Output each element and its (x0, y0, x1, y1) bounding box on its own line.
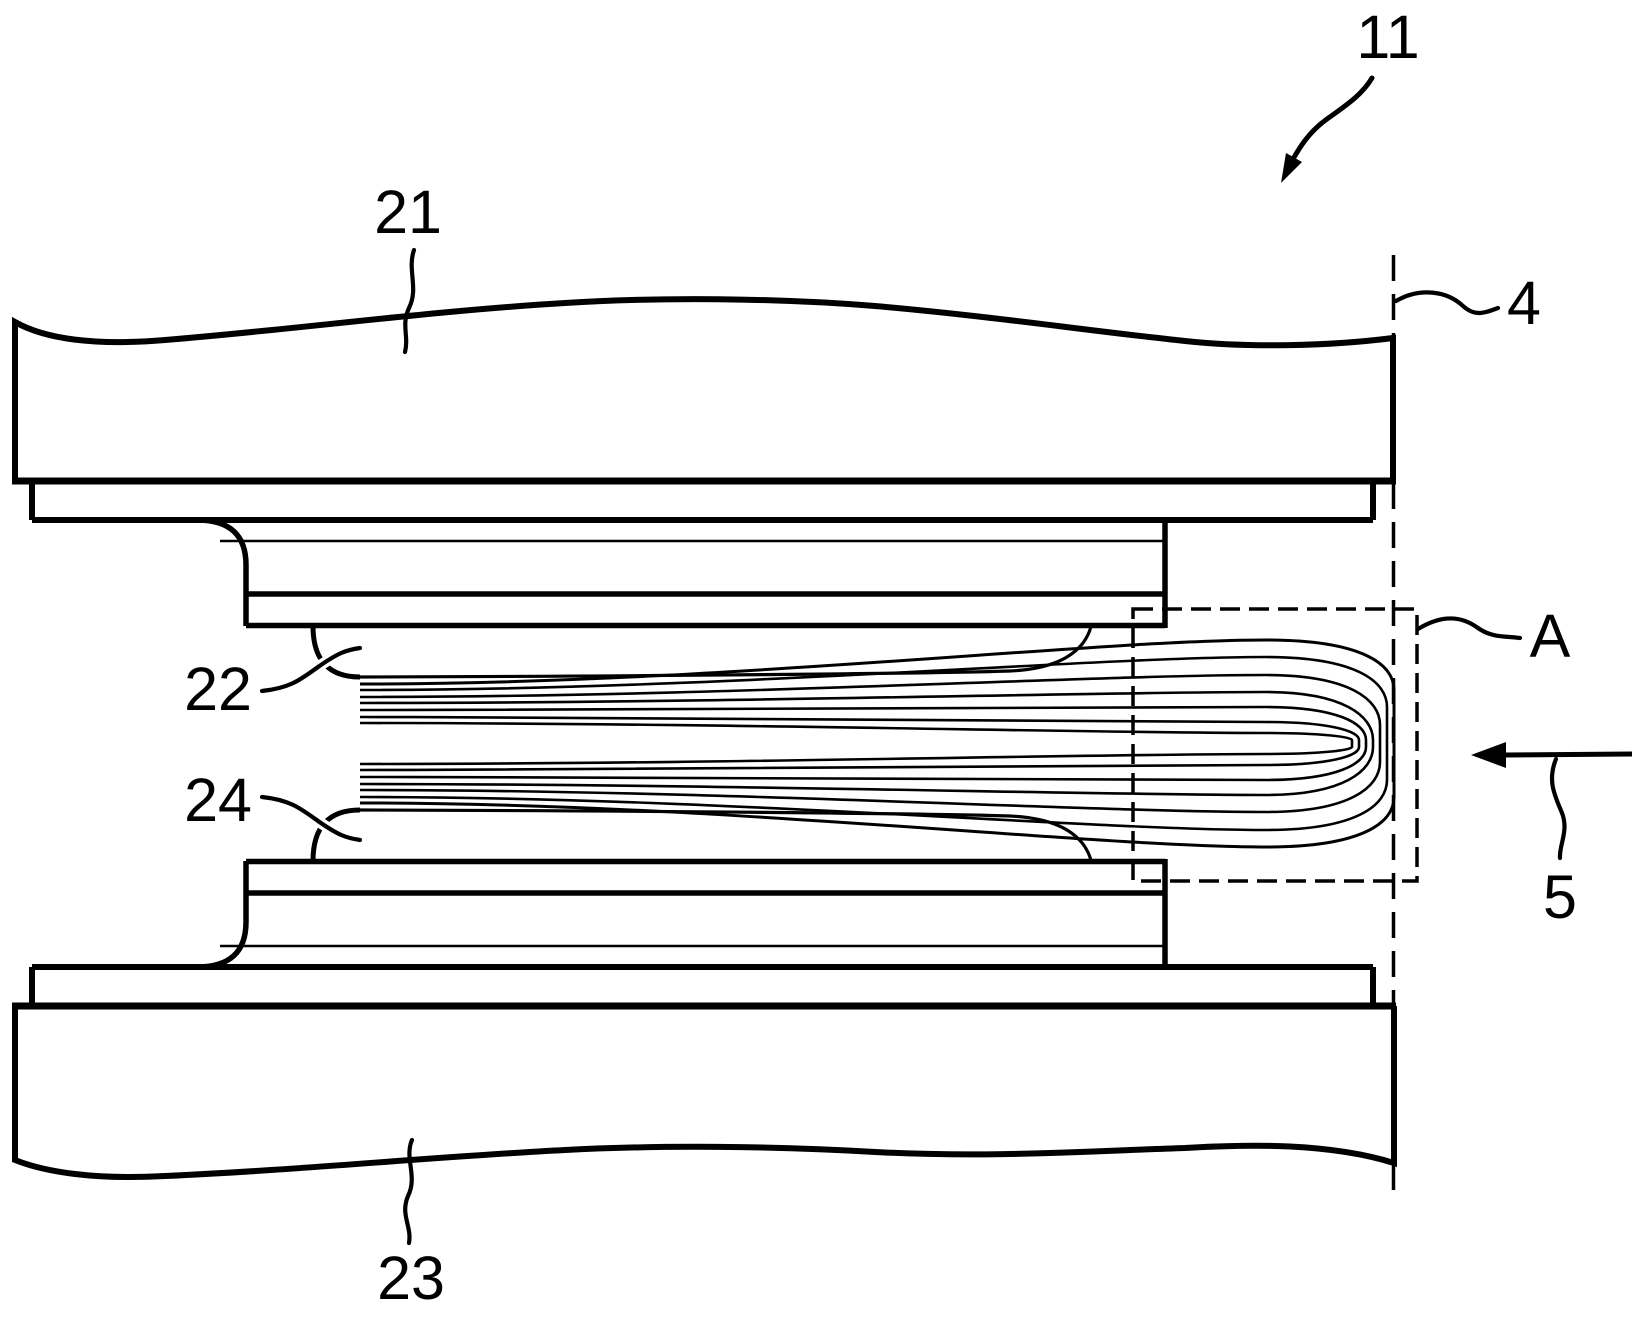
label-21: 21 (374, 178, 442, 246)
upper-pole-stack (196, 517, 1168, 680)
leader-24 (259, 794, 363, 843)
upper-core-block (12, 296, 1396, 485)
arrow-11-shaft (1285, 75, 1375, 171)
reference-numerals: 11 21 22 24 23 4 A 5 (184, 3, 1577, 1312)
flux-loop (359, 705, 1368, 782)
leader-5 (1549, 756, 1567, 861)
flux-loop (359, 673, 1382, 814)
arrow-5-shaft (1503, 751, 1633, 758)
label-4: 4 (1507, 269, 1541, 337)
flux-line-upper-outer (359, 625, 1093, 679)
label-23: 23 (377, 1244, 445, 1312)
leader-21 (402, 247, 417, 355)
flux-lines (359, 625, 1396, 862)
flux-loop (359, 721, 1354, 766)
arrow-5-head-icon (1471, 742, 1506, 768)
leader-22 (259, 645, 363, 694)
flux-line-lower-outer (359, 808, 1093, 862)
lower-pole-stack (196, 807, 1168, 970)
lower-pole-neck-curve (196, 861, 249, 970)
upper-flange-layer (29, 481, 1376, 523)
arrow-5 (1471, 742, 1633, 768)
label-11: 11 (1356, 3, 1419, 71)
flux-loop (359, 638, 1396, 849)
leader-23 (403, 1137, 415, 1246)
upper-pole-neck-curve (196, 517, 249, 626)
flux-loop (359, 715, 1361, 772)
lower-core-block (12, 1002, 1397, 1181)
detail-box-A (1131, 607, 1419, 883)
flux-loop (359, 655, 1389, 832)
upper-block-outline (12, 296, 1396, 481)
leader-A (1415, 616, 1523, 641)
arrow-11 (1281, 75, 1375, 183)
arrow-11-head-icon (1281, 153, 1302, 183)
label-A: A (1530, 602, 1571, 670)
lower-block-outline (12, 1006, 1397, 1181)
lower-flange-layer (29, 964, 1376, 1006)
flux-loop (359, 690, 1375, 797)
leader-4 (1393, 290, 1501, 316)
label-5: 5 (1543, 863, 1577, 931)
label-22: 22 (184, 655, 252, 723)
leader-lines (256, 247, 1567, 1246)
label-24: 24 (184, 766, 252, 834)
